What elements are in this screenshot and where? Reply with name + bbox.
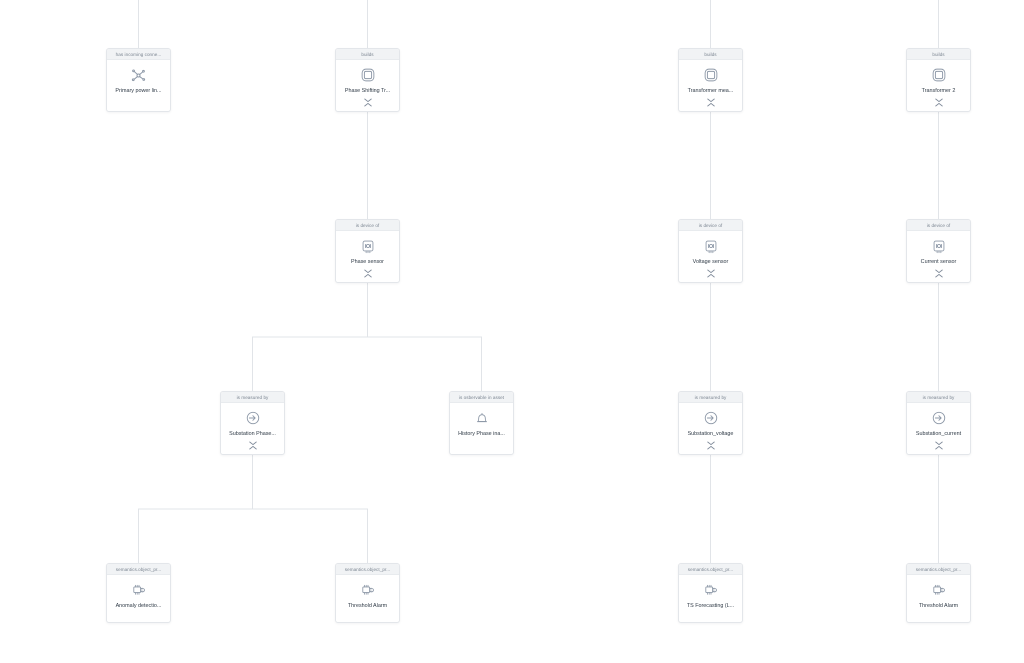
node-title: Current sensor [920,259,957,265]
node-title: Primary power lin... [115,88,162,94]
node-relation-label: is osbervable in asset [450,392,513,403]
transformer-icon [702,66,720,84]
node-title: Voltage sensor [692,259,729,265]
node-relation-label: builds [336,49,399,60]
graph-node-substation-phase[interactable]: is measured by Substation Phase... [220,391,285,455]
collapse-toggle-icon[interactable] [933,440,945,450]
node-body: Current sensor [907,231,970,282]
bell-icon [473,409,491,427]
node-body: Voltage sensor [679,231,742,282]
node-relation-label: builds [907,49,970,60]
processor-chip-icon [130,581,148,599]
node-title: Phase sensor [351,259,384,265]
node-title: Transformer 2 [921,88,956,94]
node-title: Transformer mea... [687,88,734,94]
collapse-toggle-icon[interactable] [705,440,717,450]
node-body: Threshold Alarm [336,575,399,622]
node-relation-label: semantics.object_pr... [107,564,170,575]
node-body: Threshold Alarm [907,575,970,622]
edge-phase-sensor-split-right [367,336,482,391]
node-relation-label: is measured by [221,392,284,403]
node-relation-label: has incoming conne... [107,49,170,60]
node-body: Substation_voltage [679,403,742,454]
node-relation-label: is device of [679,220,742,231]
graph-node-current-sensor[interactable]: is device of Current sensor [906,219,971,283]
graph-node-transformer-measurement[interactable]: builds Transformer mea... [678,48,743,112]
node-relation-label: semantics.object_pr... [336,564,399,575]
graph-node-transformer-2[interactable]: builds Transformer 2 [906,48,971,112]
edge-phase-sensor-split [252,283,368,391]
node-title: Substation_voltage [687,431,734,437]
network-asset-icon [130,66,148,84]
transformer-icon [359,66,377,84]
node-body: History Phase ina... [450,403,513,454]
sensor-icon [359,237,377,255]
node-relation-label: is measured by [907,392,970,403]
collapse-toggle-icon[interactable] [362,268,374,278]
node-relation-label: is device of [907,220,970,231]
node-relation-label: semantics.object_pr... [679,564,742,575]
edge-substation-phase-split [138,455,253,563]
graph-node-threshold-alarm-left[interactable]: semantics.object_pr... Threshold Alarm [335,563,400,623]
collapse-toggle-icon[interactable] [247,440,259,450]
node-relation-label: is measured by [679,392,742,403]
processor-chip-icon [930,581,948,599]
graph-node-substation-voltage[interactable]: is measured by Substation_voltage [678,391,743,455]
node-body: Phase sensor [336,231,399,282]
node-title: Phase Shifting Tr... [344,88,391,94]
collapse-toggle-icon[interactable] [705,97,717,107]
sensor-icon [702,237,720,255]
sensor-icon [930,237,948,255]
graph-node-threshold-alarm-right[interactable]: semantics.object_pr... Threshold Alarm [906,563,971,623]
node-body: Transformer 2 [907,60,970,111]
transformer-icon [930,66,948,84]
node-title: Threshold Alarm [347,603,388,609]
collapse-toggle-icon[interactable] [933,97,945,107]
graph-node-ts-forecasting[interactable]: semantics.object_pr... TS Forecasting (L… [678,563,743,623]
processor-chip-icon [702,581,720,599]
graph-node-substation-current[interactable]: is measured by Substation_current [906,391,971,455]
collapse-toggle-icon[interactable] [705,268,717,278]
graph-node-voltage-sensor[interactable]: is device of Voltage sensor [678,219,743,283]
measurement-icon [244,409,262,427]
node-title: TS Forecasting (L... [686,603,735,609]
node-body: TS Forecasting (L... [679,575,742,622]
processor-chip-icon [359,581,377,599]
node-body: Transformer mea... [679,60,742,111]
graph-node-anomaly-detection[interactable]: semantics.object_pr... Anomaly detectio.… [106,563,171,623]
node-body: Primary power lin... [107,60,170,111]
node-body: Anomaly detectio... [107,575,170,622]
measurement-icon [702,409,720,427]
node-body: Phase Shifting Tr... [336,60,399,111]
graph-node-phase-shifting-transformer[interactable]: builds Phase Shifting Tr... [335,48,400,112]
node-relation-label: is device of [336,220,399,231]
edge-substation-phase-split-right [252,508,368,563]
node-title: Substation Phase... [229,431,276,437]
graph-node-phase-sensor[interactable]: is device of Phase sensor [335,219,400,283]
node-body: Substation Phase... [221,403,284,454]
node-title: Substation_current [915,431,962,437]
node-title: Threshold Alarm [918,603,959,609]
collapse-toggle-icon[interactable] [933,268,945,278]
measurement-icon [930,409,948,427]
node-title: Anomaly detectio... [115,603,162,609]
node-relation-label: builds [679,49,742,60]
graph-node-primary-power-line[interactable]: has incoming conne... Primary power lin.… [106,48,171,112]
node-body: Substation_current [907,403,970,454]
node-title: History Phase ina... [458,431,505,437]
collapse-toggle-icon[interactable] [362,97,374,107]
node-relation-label: semantics.object_pr... [907,564,970,575]
graph-node-history-phase-inactive[interactable]: is osbervable in asset History Phase ina… [449,391,514,455]
